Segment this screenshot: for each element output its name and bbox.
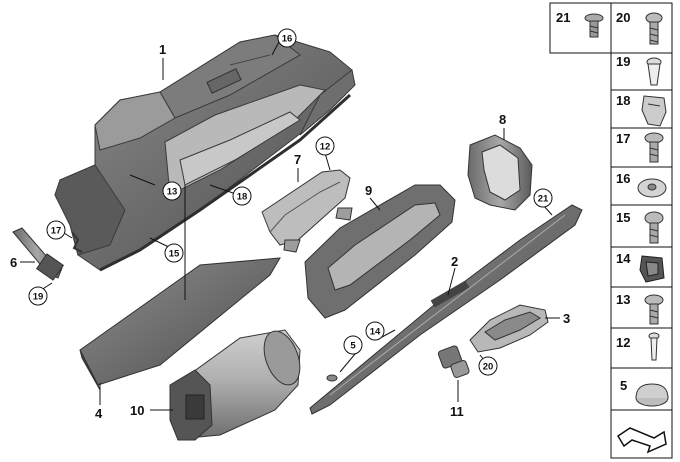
circled-callout-18: 18: [232, 186, 252, 206]
svg-text:5: 5: [350, 341, 356, 352]
direction-arrow-icon: [616, 427, 667, 454]
circled-callout-20: 20: [478, 356, 498, 376]
plain-callouts: 1 2 3 4 6 7 8 9 10 11: [10, 42, 570, 421]
circled-callout-14: 14: [365, 321, 385, 341]
svg-text:18: 18: [237, 192, 248, 203]
clip-part-17: [71, 231, 83, 253]
circled-callouts: 16 13 18 17 15 19 12 21 14 5 20: [28, 28, 553, 376]
washer-16-icon: [637, 178, 667, 198]
glovebox-lid: [79, 257, 281, 391]
part-label-20: 20: [616, 10, 630, 25]
circled-callout-12: 12: [315, 136, 335, 156]
push-rivet-19-icon: [646, 57, 662, 86]
circled-callout-21: 21: [533, 188, 553, 208]
callout-3: 3: [563, 311, 570, 326]
svg-text:13: 13: [167, 187, 178, 198]
clip-18-icon: [641, 95, 667, 127]
callout-11: 11: [450, 404, 464, 419]
svg-text:12: 12: [320, 142, 331, 153]
svg-text:15: 15: [169, 249, 180, 260]
screw-15-icon: [644, 211, 664, 244]
frame-part-9: [304, 184, 456, 319]
trim-strip: [309, 204, 583, 415]
part-label-13: 13: [616, 292, 630, 307]
callout-1: 1: [159, 42, 166, 57]
screw-17-icon: [644, 132, 664, 163]
pin-12-icon: [648, 332, 660, 361]
part-label-12: 12: [616, 335, 630, 350]
circled-callout-19: 19: [28, 286, 48, 306]
svg-text:19: 19: [33, 292, 44, 303]
svg-text:17: 17: [51, 226, 62, 237]
part-label-19: 19: [616, 54, 630, 69]
glovebox-housing: [54, 34, 356, 272]
svg-text:20: 20: [483, 362, 494, 373]
circled-callout-16: 16: [277, 28, 297, 48]
bin-part-10: [169, 329, 301, 441]
part-label-14: 14: [616, 251, 631, 266]
bracket-part-7: [261, 169, 353, 253]
svg-text:21: 21: [538, 194, 549, 205]
callout-7: 7: [294, 152, 301, 167]
part-label-16: 16: [616, 171, 630, 186]
part-label-18: 18: [616, 93, 630, 108]
callout-4: 4: [95, 406, 103, 421]
callout-9: 9: [365, 183, 372, 198]
part-label-21: 21: [556, 10, 570, 25]
callout-8: 8: [499, 112, 506, 127]
circled-callout-13: 13: [162, 181, 182, 201]
parts-panel: 21 20 19: [549, 2, 673, 459]
cap-5-icon: [635, 383, 669, 407]
part-label-17: 17: [616, 131, 630, 146]
cover-part-8: [467, 134, 533, 211]
part-label-5: 5: [620, 378, 627, 393]
screw-20-icon: [645, 12, 663, 45]
clip-14-icon: [639, 255, 665, 283]
latch-part-3: [469, 304, 549, 353]
circled-callout-17: 17: [46, 220, 66, 240]
actuator-part: [12, 227, 65, 281]
circled-callout-15: 15: [164, 243, 184, 263]
screw-13-icon: [644, 294, 664, 325]
callout-2: 2: [451, 254, 458, 269]
screw-21-icon: [584, 13, 604, 38]
callout-6: 6: [10, 255, 17, 270]
svg-text:16: 16: [282, 34, 293, 45]
callout-10: 10: [130, 403, 144, 418]
svg-text:14: 14: [370, 327, 381, 338]
part-label-15: 15: [616, 210, 630, 225]
circled-callout-5: 5: [343, 335, 363, 355]
lock-part-11: [437, 345, 470, 378]
